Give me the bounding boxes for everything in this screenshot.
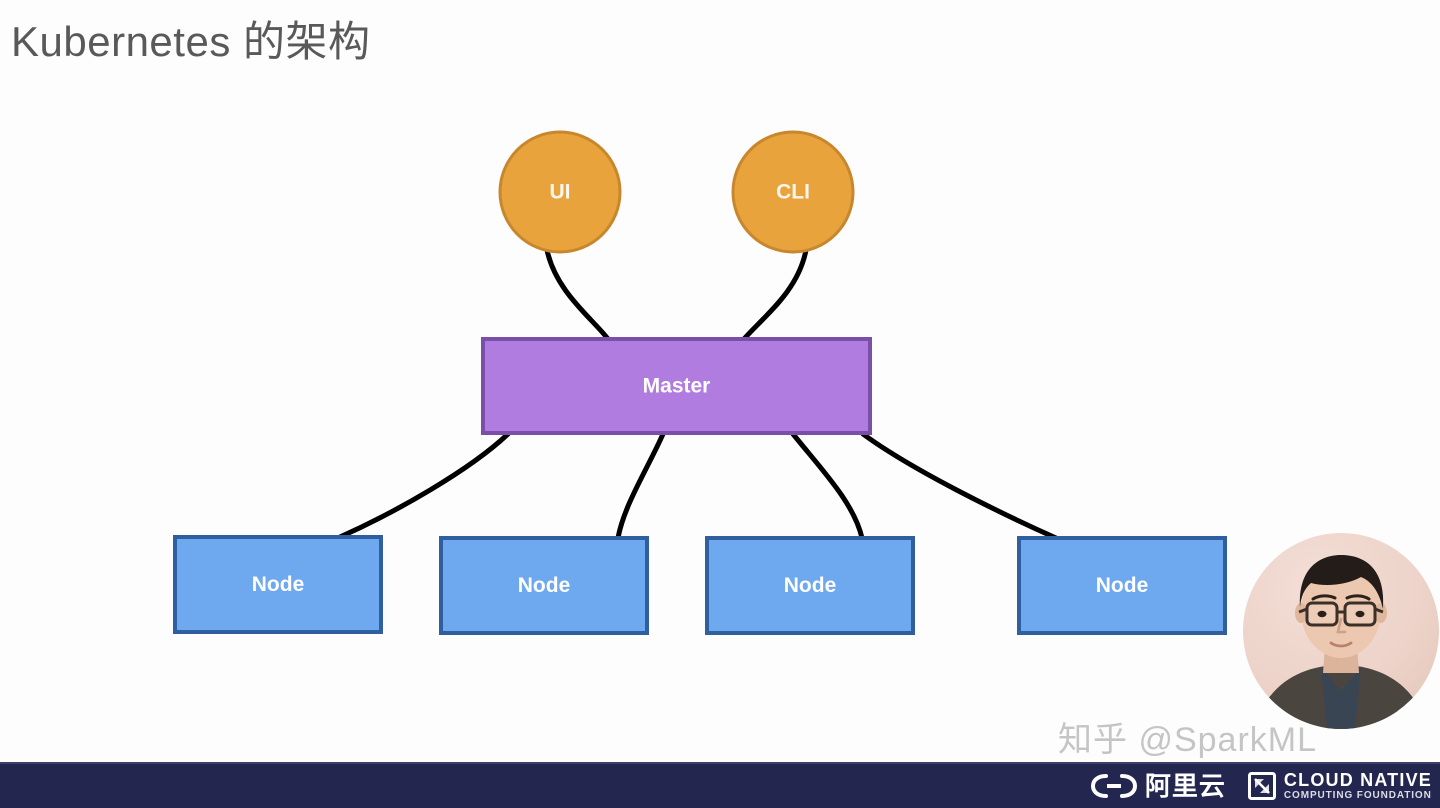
- node-label: Node: [1096, 574, 1149, 597]
- edge-master-node-3: [790, 431, 865, 541]
- node-box-shape: [173, 535, 383, 634]
- bottom-logo-bar: 阿里云 CLOUD NATIVE COMPUTING FOUNDATION: [0, 762, 1440, 808]
- cncf-line-1: CLOUD NATIVE: [1283, 770, 1432, 790]
- client-node-cli[interactable]: CLI: [731, 130, 855, 254]
- cli-circle-shape: [731, 130, 855, 254]
- edge-layer: [337, 247, 1059, 541]
- alibaba-bracket-icon: [1090, 774, 1137, 798]
- cncf-mark-icon: [1247, 772, 1276, 800]
- edge-master-node-4: [860, 431, 1059, 541]
- node-box-shape: [705, 536, 915, 635]
- node-label: Node: [784, 574, 837, 597]
- worker-node-1[interactable]: Node: [173, 535, 383, 634]
- logo-row: 阿里云 CLOUD NATIVE COMPUTING FOUNDATION: [1090, 764, 1432, 808]
- edge-cli-master: [741, 247, 809, 342]
- architecture-diagram: UI CLI Master Node Node Node Node: [173, 130, 1227, 635]
- slide-canvas: Kubernetes 的架构 UI CLI Master Node: [11, 18, 1439, 759]
- client-node-ui[interactable]: UI: [498, 130, 622, 254]
- ui-circle-shape: [498, 130, 622, 254]
- edge-master-node-2: [615, 431, 666, 541]
- cli-label: CLI: [776, 181, 810, 204]
- cncf-logo: CLOUD NATIVE COMPUTING FOUNDATION: [1247, 771, 1432, 801]
- worker-node-2[interactable]: Node: [439, 536, 649, 635]
- cncf-wordmark: CLOUD NATIVE COMPUTING FOUNDATION: [1284, 771, 1432, 801]
- alibaba-cloud-label: 阿里云: [1144, 771, 1226, 801]
- ui-label: UI: [550, 181, 571, 204]
- node-box-shape: [439, 536, 649, 635]
- page-title: Kubernetes 的架构: [11, 18, 371, 65]
- edge-master-node-1: [337, 431, 511, 540]
- master-node[interactable]: Master: [481, 337, 872, 435]
- node-label: Node: [518, 574, 571, 597]
- master-label: Master: [643, 375, 711, 398]
- worker-node-4[interactable]: Node: [1017, 536, 1227, 635]
- node-label: Node: [252, 573, 305, 596]
- master-box-shape: [481, 337, 872, 435]
- speaker-portrait-icon: [1255, 555, 1427, 729]
- alibaba-cloud-logo: 阿里云: [1090, 771, 1226, 801]
- worker-node-3[interactable]: Node: [705, 536, 915, 635]
- cncf-line-2: COMPUTING FOUNDATION: [1283, 790, 1432, 801]
- speaker-webcam-bubble[interactable]: [1243, 533, 1439, 729]
- edge-ui-master: [544, 247, 611, 342]
- node-box-shape: [1017, 536, 1227, 635]
